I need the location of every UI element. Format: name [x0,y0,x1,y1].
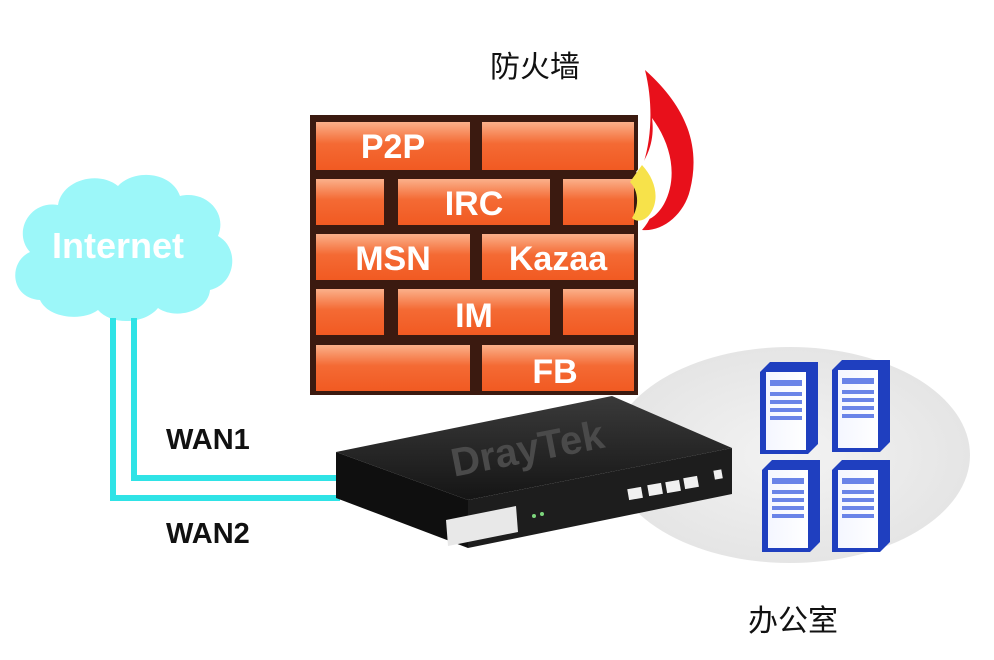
brick-p2p [316,122,470,170]
wan2-cable [110,318,340,501]
brick-label-kazaa: Kazaa [509,240,608,278]
flame-icon [630,70,694,231]
server-icon [762,460,820,552]
brick [316,345,470,391]
brick-kazaa [482,234,634,280]
brick [482,122,634,170]
office-label: 办公室 [748,604,838,639]
firewall-wall: P2P IRC MSN Kazaa IM FB [310,115,638,395]
wan1-label: WAN1 [166,424,250,456]
server-icon [832,460,890,552]
wan-cables [110,318,340,501]
internet-cloud: Internet [15,174,233,322]
office-servers [760,360,890,552]
internet-label: Internet [52,225,184,266]
brick-label-im: IM [455,297,493,335]
server-icon [832,360,890,452]
brick [316,289,384,335]
draytek-router: DrayTek [336,396,732,548]
brick-fb [482,345,634,391]
brick-label-fb: FB [532,353,577,391]
brick-im [398,289,550,335]
brick-label-irc: IRC [445,185,504,223]
brick-irc [398,179,550,225]
firewall-title: 防火墙 [490,50,580,85]
brick-label-p2p: P2P [361,128,425,166]
brick-msn [316,234,470,280]
lan-ports [627,469,723,501]
brick [563,289,634,335]
wan2-label: WAN2 [166,518,250,550]
server-icon [760,362,818,454]
wan1-cable [131,318,340,481]
brick [563,179,634,225]
brick-label-msn: MSN [355,240,431,278]
brick [316,179,384,225]
